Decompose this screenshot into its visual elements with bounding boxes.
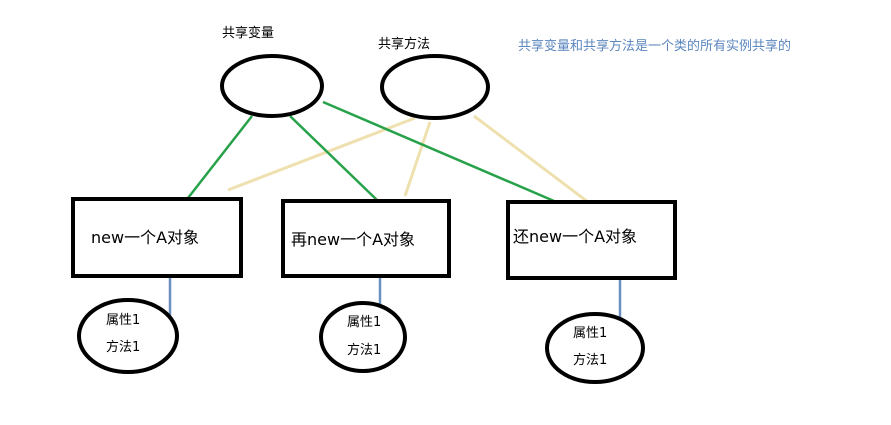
method-link-1	[227, 116, 416, 192]
object-title-2: 再new一个A对象	[291, 230, 415, 249]
method-link-3	[473, 114, 589, 204]
variable-link-3	[322, 100, 555, 203]
variable-link-1	[187, 115, 253, 199]
shared-variable-label: 共享变量	[222, 25, 274, 41]
variable-link-2	[289, 115, 379, 202]
instance-attr-2: 属性1	[347, 315, 381, 330]
shared-variable-node: 共享变量	[220, 25, 324, 118]
note-text: 共享变量和共享方法是一个类的所有实例共享的	[518, 38, 791, 54]
instance-method-3: 方法1	[573, 352, 607, 368]
method-link-2	[403, 121, 432, 197]
connectors	[168, 100, 622, 319]
instance-method-2: 方法1	[347, 342, 381, 358]
instance-attr-3: 属性1	[573, 326, 607, 341]
shared-method-label: 共享方法	[378, 36, 430, 52]
object-box-2: 再new一个A对象	[281, 199, 451, 278]
instance-method-1: 方法1	[106, 339, 140, 355]
instance-node-2: 属性1 方法1	[319, 301, 407, 373]
object-box-3: 还new一个A对象	[506, 200, 677, 280]
object-title-3: 还new一个A对象	[513, 227, 637, 246]
shared-method-node: 共享方法	[378, 36, 490, 120]
object-box-1: new一个A对象	[71, 197, 243, 278]
instance-node-3: 属性1 方法1	[545, 312, 645, 384]
instance-attr-1: 属性1	[106, 313, 140, 328]
instance-node-1: 属性1 方法1	[77, 298, 179, 374]
object-title-1: new一个A对象	[91, 228, 199, 247]
